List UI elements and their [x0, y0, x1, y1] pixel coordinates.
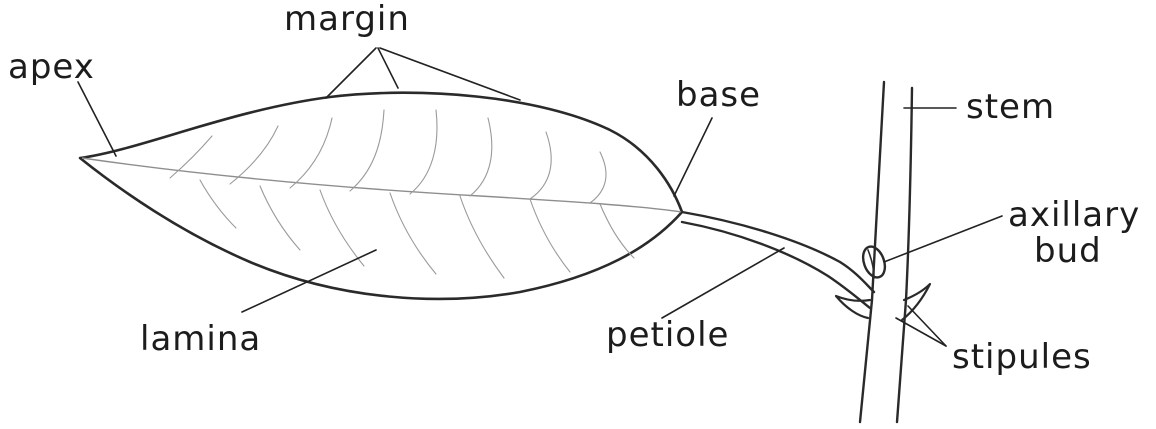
label-petiole: petiole: [606, 315, 729, 355]
label-apex: apex: [8, 47, 95, 87]
label-stem: stem: [966, 87, 1055, 127]
label-axillary: axillary: [1008, 195, 1140, 235]
petiole-drawing: [682, 212, 874, 308]
label-base: base: [676, 75, 761, 115]
label-stipules: stipules: [952, 337, 1092, 377]
label-margin: margin: [284, 0, 410, 39]
label-lamina: lamina: [140, 319, 261, 359]
label-bud: bud: [1034, 231, 1102, 271]
stem-drawing: [860, 82, 912, 422]
leaf-lamina-drawing: [80, 93, 682, 299]
